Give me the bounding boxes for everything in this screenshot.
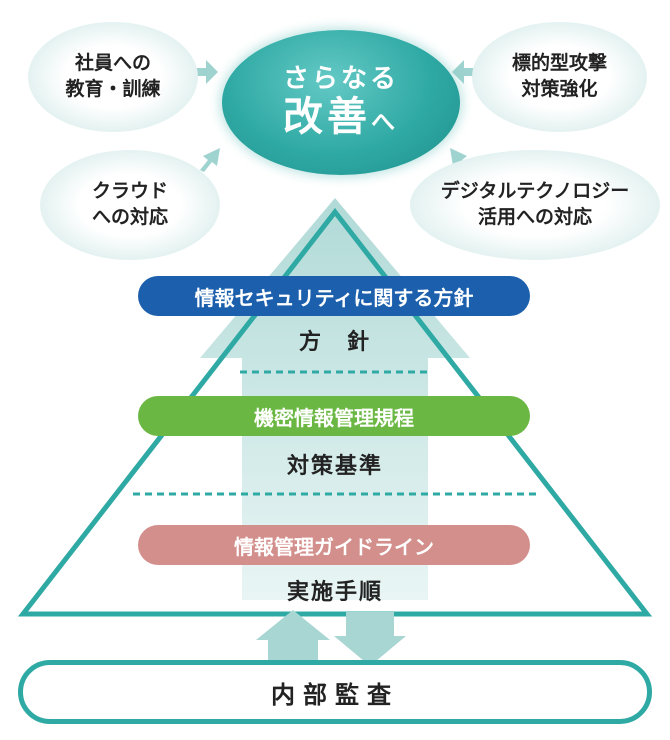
internal-audit-box: 内部監査 <box>18 660 652 724</box>
arrow-bottom-left <box>200 148 220 172</box>
cloud-employee-training: 社員への 教育・訓練 <box>28 22 198 132</box>
pill-security-policy: 情報セキュリティに関する方針 <box>138 276 530 316</box>
internal-audit-label: 内部監査 <box>271 680 399 709</box>
pill-confidential-rules: 機密情報管理規程 <box>138 396 530 436</box>
goal-improvement: さらなる 改善へ <box>222 30 460 175</box>
goal-main-text: 改善 <box>283 94 371 141</box>
goal-line2: 改善へ <box>283 94 399 140</box>
level-procedures: 実施手順 <box>286 580 383 605</box>
cloud-digital-tech: デジタルテクノロジー 活用への対応 <box>410 150 660 260</box>
level-standards: 対策基準 <box>286 454 383 479</box>
arrow-top-left <box>192 60 218 84</box>
pill-info-guideline: 情報管理ガイドライン <box>138 525 530 565</box>
arrow-top-right <box>452 60 478 84</box>
level-policy: 方 針 <box>298 330 371 355</box>
goal-line1: さらなる <box>282 63 399 94</box>
goal-suffix: へ <box>371 108 399 137</box>
audit-up-arrow <box>256 610 330 660</box>
cloud-targeted-attack: 標的型攻撃 対策強化 <box>472 22 647 132</box>
audit-down-arrow <box>334 612 406 666</box>
cloud-cloud-support: クラウド への対応 <box>40 150 220 260</box>
